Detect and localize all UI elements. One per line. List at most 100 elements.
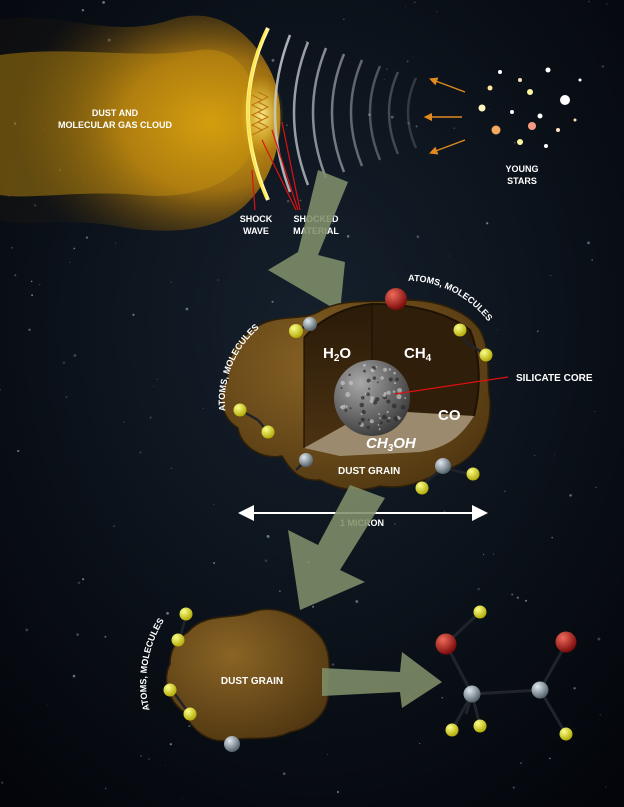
h2o-label: H2O <box>323 345 351 364</box>
background-star <box>588 0 590 3</box>
core-texture-speck <box>380 376 384 380</box>
core-texture-speck <box>340 387 343 390</box>
flow-arrow-3 <box>322 652 442 708</box>
background-star <box>264 559 268 562</box>
co-label: CO <box>438 407 461 424</box>
background-star <box>443 510 446 512</box>
core-texture-speck <box>360 417 365 422</box>
background-star <box>282 772 286 776</box>
background-star <box>551 536 553 539</box>
background-star <box>550 274 552 277</box>
background-star <box>595 486 597 489</box>
core-texture-speck <box>349 407 352 410</box>
core-texture-speck <box>386 410 389 414</box>
ch4-label: CH4 <box>404 345 432 364</box>
background-star <box>419 742 421 745</box>
core-texture-speck <box>369 399 374 404</box>
background-star <box>271 300 274 303</box>
background-star <box>513 141 516 144</box>
background-star <box>113 525 115 527</box>
background-star <box>213 503 215 505</box>
shock-ripples <box>273 34 418 193</box>
background-star <box>520 762 522 764</box>
background-star <box>594 411 596 413</box>
core-texture-speck <box>369 419 374 424</box>
background-star <box>405 5 407 7</box>
core-texture-speck <box>360 395 365 400</box>
core-texture-speck <box>397 416 401 420</box>
core-texture-speck <box>379 421 383 425</box>
bottom-grain-atoms <box>163 607 240 752</box>
background-star <box>62 361 66 365</box>
background-star <box>336 790 339 794</box>
core-texture-speck <box>372 376 377 380</box>
core-texture-speck <box>378 413 381 415</box>
background-star <box>104 787 107 790</box>
core-texture-speck <box>379 417 381 419</box>
background-star <box>170 281 172 283</box>
core-texture-speck <box>396 394 402 400</box>
core-texture-speck <box>392 390 396 393</box>
ch3oh-label: CH3OH <box>366 435 417 454</box>
background-star <box>285 124 288 127</box>
background-star <box>453 127 455 129</box>
complex-molecule <box>435 605 577 741</box>
cloud-label-line1: DUST AND <box>92 108 139 118</box>
background-star <box>346 235 350 238</box>
background-star <box>332 222 334 224</box>
background-star <box>14 274 17 277</box>
core-texture-speck <box>362 363 366 367</box>
background-star <box>73 247 76 250</box>
background-star <box>17 449 20 453</box>
background-star <box>123 421 125 423</box>
silicate-core-leader <box>394 376 509 395</box>
core-texture-speck <box>374 397 380 402</box>
background-star <box>266 534 270 538</box>
core-texture-speck <box>391 403 397 409</box>
core-texture-speck <box>377 424 380 426</box>
background-star <box>299 199 302 202</box>
core-texture-speck <box>344 409 348 412</box>
background-star <box>606 3 608 5</box>
background-star <box>407 122 410 125</box>
background-star <box>28 328 31 331</box>
background-star <box>0 388 1 391</box>
background-star <box>69 261 71 264</box>
background-star <box>72 674 76 678</box>
background-star <box>65 396 68 398</box>
core-texture-speck <box>383 367 388 372</box>
core-texture-speck <box>370 368 374 372</box>
background-star <box>436 11 438 13</box>
background-star <box>1 781 4 784</box>
core-texture-speck <box>400 404 406 410</box>
background-star <box>31 294 34 297</box>
core-texture-speck <box>366 392 370 397</box>
core-texture-speck <box>370 396 375 400</box>
flow-arrow-2 <box>288 485 385 610</box>
core-texture-speck <box>359 402 365 408</box>
background-star <box>489 108 491 110</box>
background-star <box>149 416 152 419</box>
core-texture-speck <box>404 397 407 400</box>
background-star <box>76 633 79 636</box>
core-texture-speck <box>340 380 345 386</box>
background-star <box>477 587 480 591</box>
core-texture-speck <box>345 405 348 408</box>
core-texture-speck <box>382 393 387 398</box>
background-star <box>415 125 418 128</box>
background-star <box>587 241 590 245</box>
background-star <box>492 553 495 555</box>
background-star <box>39 283 41 286</box>
background-star <box>213 561 216 565</box>
core-texture-speck <box>393 416 399 421</box>
background-star <box>286 199 290 203</box>
background-star <box>85 236 89 239</box>
background-star <box>326 754 328 755</box>
background-star <box>202 407 204 409</box>
background-star <box>386 68 388 70</box>
core-texture-speck <box>397 387 403 393</box>
background-star <box>166 611 169 615</box>
background-star <box>516 596 519 599</box>
background-star <box>486 222 489 225</box>
background-star <box>605 786 607 788</box>
